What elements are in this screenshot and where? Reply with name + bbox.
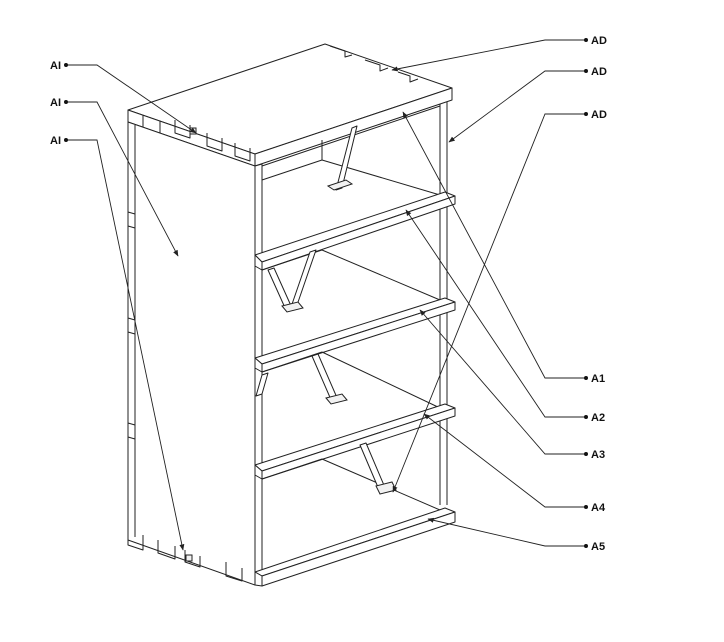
bottom-panel (254, 507, 456, 587)
callout-label-a1: A1 (591, 373, 605, 385)
leader-a3 (419, 309, 585, 455)
shelf-2 (254, 191, 456, 313)
front-right-post (254, 163, 263, 586)
shelf-4 (254, 403, 456, 511)
callout-label-a3: A3 (591, 449, 605, 461)
left-side-panel (127, 121, 256, 586)
leader-ai-1 (67, 64, 197, 134)
leader-ai-2 (67, 101, 179, 257)
leader-a5 (427, 517, 585, 547)
leader-ad-1 (391, 39, 585, 72)
callout-label-ai: AI (50, 60, 61, 72)
left-callout-labels: AI AI AI (50, 60, 68, 147)
leader-ai-3 (67, 139, 185, 551)
callout-label-ai: AI (50, 97, 61, 109)
callout-label-a5: A5 (591, 541, 605, 553)
leader-a4 (423, 413, 585, 508)
leader-a2 (405, 209, 585, 418)
right-callout-labels: AD AD AD A1 A2 A3 A4 A5 (584, 35, 607, 553)
leader-ad-2 (448, 70, 585, 143)
callout-label-ai: AI (50, 135, 61, 147)
callout-label-ad: AD (591, 109, 607, 121)
shelf-1 (261, 105, 441, 196)
shelf-3 (254, 297, 456, 409)
callout-label-ad: AD (591, 66, 607, 78)
callout-label-a4: A4 (591, 502, 606, 514)
callout-label-ad: AD (591, 35, 607, 47)
leader-a1 (402, 111, 585, 379)
leader-lines (67, 39, 585, 551)
leader-ad-3 (392, 113, 585, 493)
callout-label-a2: A2 (591, 412, 605, 424)
shelf-unit-drawing (127, 43, 456, 587)
